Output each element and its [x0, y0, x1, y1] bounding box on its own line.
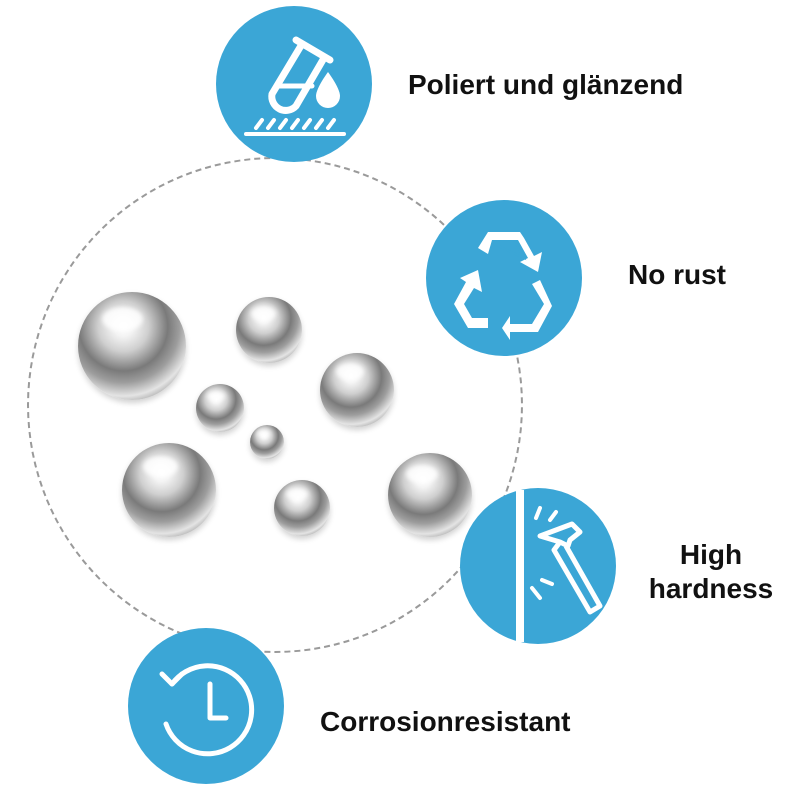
steel-ball [250, 425, 284, 459]
steel-ball [78, 292, 186, 400]
steel-ball [122, 443, 216, 537]
no-rust-badge [426, 200, 582, 356]
hammer-wall-icon [516, 490, 603, 642]
steel-ball [320, 353, 394, 427]
feature-label-hardness: High hardness [646, 538, 776, 606]
steel-ball [388, 453, 472, 537]
feature-label-hardness-line2: hardness [648, 573, 774, 604]
polished-badge [216, 6, 372, 162]
feature-label-polished: Poliert und glänzend [408, 69, 684, 100]
test-tube-droplet-icon [244, 36, 346, 136]
steel-ball [236, 297, 302, 363]
steel-ball [196, 384, 244, 432]
feature-label-corrosion: Corrosionresistant [320, 706, 571, 737]
hardness-badge [460, 488, 616, 644]
recycle-icon [454, 232, 552, 340]
steel-ball [274, 480, 330, 536]
feature-label-hardness-line1: High [679, 539, 743, 570]
clock-icon [159, 663, 255, 757]
corrosion-badge [128, 628, 284, 784]
feature-label-no-rust: No rust [628, 259, 726, 290]
